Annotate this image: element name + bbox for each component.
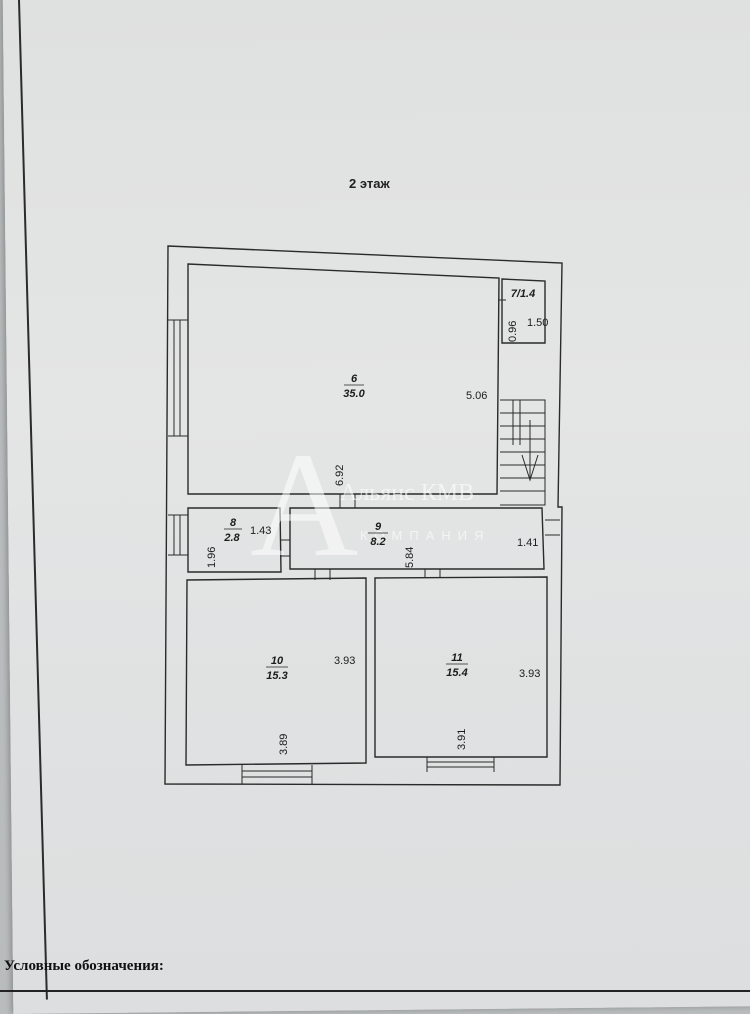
stairs	[500, 399, 546, 506]
room-7-label: 7/1.4	[511, 288, 535, 300]
dim-room9-depth: 1.41	[517, 537, 538, 549]
dim-room10-width: 3.89	[278, 734, 290, 755]
dim-room7-depth: 1.50	[527, 317, 548, 329]
floor-title: 2 этаж	[349, 176, 390, 191]
room-8-number: 8	[230, 517, 237, 529]
outer-wall	[164, 245, 563, 786]
room-10-area: 15.3	[266, 670, 287, 682]
room-6-area: 35.0	[343, 388, 365, 400]
window-left-room6	[168, 319, 188, 437]
room-6-outline	[187, 263, 500, 495]
dim-room10-depth: 3.93	[334, 655, 355, 667]
watermark-brand: Альянс КМВ	[340, 480, 474, 506]
watermark-logo-letter: A	[250, 422, 358, 588]
watermark: A Альянс КМВ КОМПАНИЯ	[250, 422, 491, 588]
room-11-area: 15.4	[446, 667, 467, 679]
room-9-area: 8.2	[370, 536, 385, 548]
room-6-number: 6	[351, 373, 358, 385]
room-7-outline	[501, 278, 546, 344]
dim-room9-width: 5.84	[404, 547, 416, 568]
dim-room11-depth: 3.93	[519, 668, 540, 680]
window-left-room8	[168, 514, 188, 556]
room-10-number: 10	[271, 655, 284, 667]
room-9-number: 9	[375, 521, 382, 533]
dim-room8-width: 1.96	[206, 547, 218, 568]
room-11-outline	[374, 576, 548, 758]
dim-room6-depth: 5.06	[466, 390, 487, 402]
room-9-outline	[289, 507, 545, 570]
room-8-outline	[187, 507, 282, 573]
legend-divider	[0, 990, 750, 992]
dim-room7-width: 0.96	[507, 321, 519, 342]
room-8-area: 2.8	[223, 532, 240, 544]
window-bottom-room11	[426, 757, 495, 772]
room-10-outline	[185, 577, 367, 766]
room-11-number: 11	[451, 652, 462, 664]
dim-room8-depth: 1.43	[250, 525, 271, 537]
dim-room11-width: 3.91	[456, 729, 468, 750]
legend-title: Условные обозначения:	[4, 958, 164, 974]
door-marks	[280, 299, 560, 580]
window-bottom-room10	[241, 765, 313, 784]
dim-room6-width: 6.92	[334, 465, 346, 486]
watermark-subtitle: КОМПАНИЯ	[360, 528, 491, 543]
